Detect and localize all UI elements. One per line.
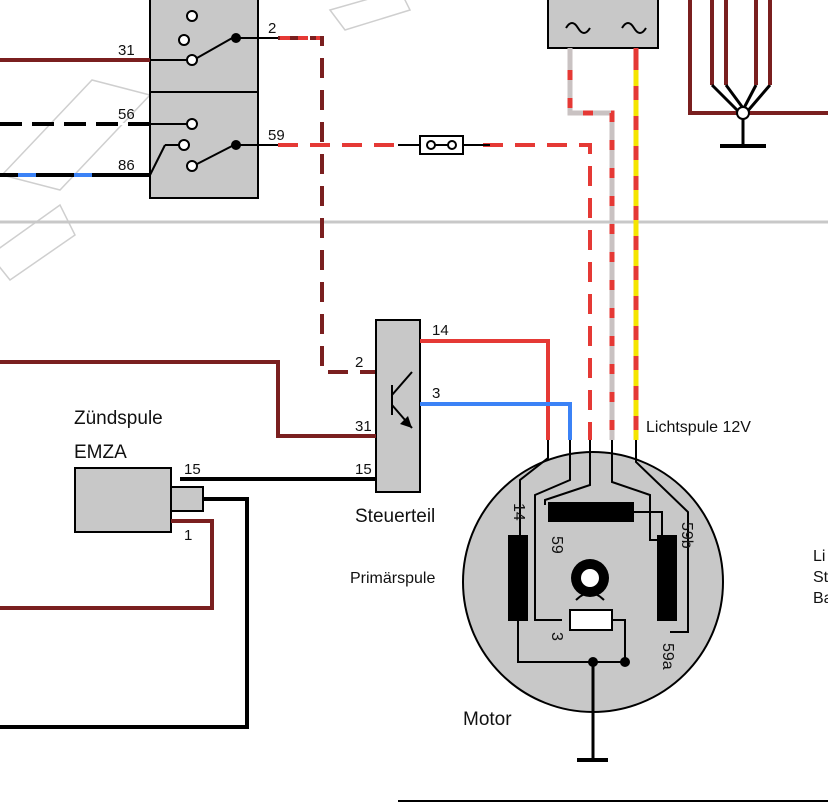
wire-3-blue: [420, 402, 572, 440]
steuer-pin-2: 2: [355, 354, 363, 371]
motor-inner-14: 14: [510, 503, 527, 521]
motor-inner-59b: 59b: [678, 522, 695, 549]
relay-pin-86: 86: [118, 157, 135, 174]
wire-14-red: [420, 339, 550, 440]
fuse: [398, 135, 490, 155]
relay-pin-56: 56: [118, 106, 135, 123]
motor-stator: [462, 440, 724, 762]
watermark: [0, 0, 412, 282]
motor-label: Motor: [463, 709, 512, 730]
steuerteil-block: [375, 319, 421, 493]
relay-block: [149, 0, 278, 199]
motor-inner-59: 59: [548, 536, 565, 554]
relay-pin-2: 2: [268, 20, 276, 37]
relay-pin-31: 31: [118, 42, 135, 59]
zuend-pin-1: 1: [184, 527, 192, 544]
zuendspule-label-2: EMZA: [74, 442, 127, 463]
rectifier-box: [547, 0, 659, 49]
truncated-text-1: Li: [813, 548, 825, 565]
motor-inner-3: 3: [548, 632, 565, 641]
wire-1-brown: [0, 519, 214, 610]
steuer-pin-31: 31: [355, 418, 372, 435]
zuendspule-block: [74, 467, 204, 533]
steuer-pin-15: 15: [355, 461, 372, 478]
steuerteil-label: Steuerteil: [355, 506, 435, 527]
steuer-pin-14: 14: [432, 322, 449, 339]
truncated-text-3: Ba: [813, 590, 828, 607]
zuendspule-label-1: Zündspule: [74, 408, 163, 429]
ground-top-right: [688, 0, 828, 148]
relay-pin-59: 59: [268, 127, 285, 144]
wire-hv-black: [0, 497, 249, 729]
wire-31-brown-steuer: [0, 360, 376, 438]
wire-2-brown-dashed: [278, 36, 375, 374]
zuend-pin-15: 15: [184, 461, 201, 478]
wire-59-red-dashed-cont: [483, 143, 592, 440]
steuer-pin-3: 3: [432, 385, 440, 402]
primaerspule-label: Primärspule: [350, 570, 435, 587]
motor-inner-59a: 59a: [659, 643, 676, 670]
truncated-text-2: St: [813, 569, 828, 586]
lichtspule-label: Lichtspule 12V: [646, 419, 751, 436]
